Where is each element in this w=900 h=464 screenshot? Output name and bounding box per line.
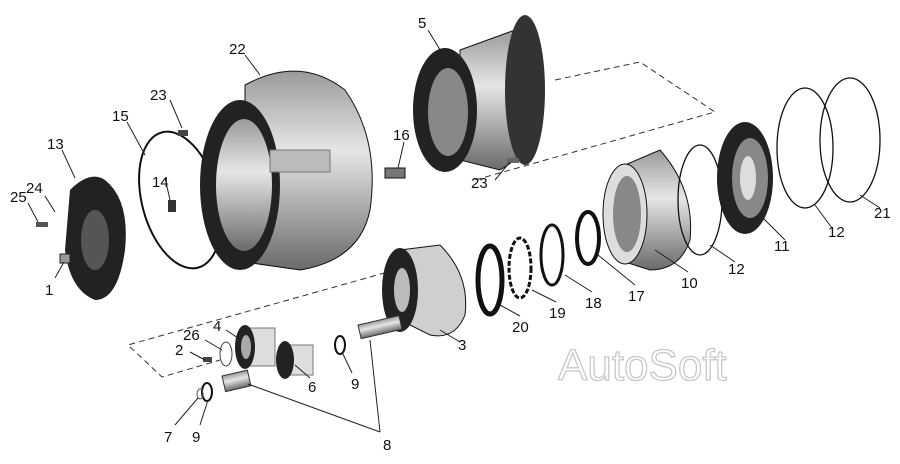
part-21-ring — [819, 77, 881, 203]
part-14-bolt — [168, 200, 176, 212]
part-3-carrier — [382, 244, 467, 337]
label-26: 26 — [183, 327, 200, 344]
part-4-planet-gear — [235, 325, 276, 369]
part-19-lock-washer — [507, 236, 533, 300]
label-19: 19 — [549, 305, 566, 322]
label-13: 13 — [47, 136, 64, 153]
label-14: 14 — [152, 174, 169, 191]
part-9-washer-lower — [201, 382, 213, 402]
part-17-snap-ring — [575, 210, 601, 266]
part-20-washer — [475, 243, 505, 317]
label-23-lower: 23 — [471, 175, 488, 192]
part-9-washer — [334, 335, 346, 355]
label-18: 18 — [585, 295, 602, 312]
label-12-outer: 12 — [828, 224, 845, 241]
label-17: 17 — [628, 288, 645, 305]
label-25: 25 — [10, 189, 27, 206]
part-22-drum — [200, 70, 373, 271]
label-22: 22 — [229, 41, 246, 58]
part-26-ring — [219, 341, 233, 367]
label-15: 15 — [112, 108, 129, 125]
label-23: 23 — [150, 87, 167, 104]
label-16: 16 — [393, 127, 410, 144]
part-7-ring — [196, 388, 204, 400]
assembly-axis-upper — [474, 61, 717, 181]
leader-lines — [27, 29, 881, 433]
label-5: 5 — [418, 15, 426, 32]
part-6-gear — [276, 341, 314, 379]
part-2-bolt — [203, 357, 212, 362]
watermark: AutoSoft — [558, 341, 727, 390]
label-21: 21 — [874, 205, 891, 222]
label-8: 8 — [383, 437, 391, 454]
part-16-bolt — [384, 167, 406, 179]
label-2: 2 — [175, 342, 183, 359]
label-24: 24 — [26, 180, 43, 197]
label-9-lower: 9 — [192, 429, 200, 446]
part-23-bolt — [178, 130, 188, 136]
label-4: 4 — [213, 318, 221, 335]
part-13-cover-plate — [59, 176, 126, 300]
part-18-ring — [539, 223, 565, 287]
part-12-ring-outer — [776, 87, 834, 209]
part-11-gear — [717, 122, 773, 234]
label-11: 11 — [774, 238, 790, 255]
part-8-sleeve — [221, 369, 252, 393]
part-23-bolt-lower — [507, 158, 519, 163]
label-3: 3 — [458, 337, 466, 354]
assembly-axis-lower — [127, 269, 396, 378]
part-5-housing — [413, 15, 545, 172]
part-25-bolt — [36, 222, 48, 227]
part-10-ring-gear — [602, 149, 692, 271]
label-10: 10 — [681, 275, 698, 292]
label-6: 6 — [308, 379, 316, 396]
label-20: 20 — [512, 319, 529, 336]
label-1: 1 — [45, 282, 53, 299]
label-7: 7 — [164, 429, 172, 446]
part-8-pin — [357, 314, 403, 340]
label-12: 12 — [728, 261, 745, 278]
label-9: 9 — [351, 376, 359, 393]
